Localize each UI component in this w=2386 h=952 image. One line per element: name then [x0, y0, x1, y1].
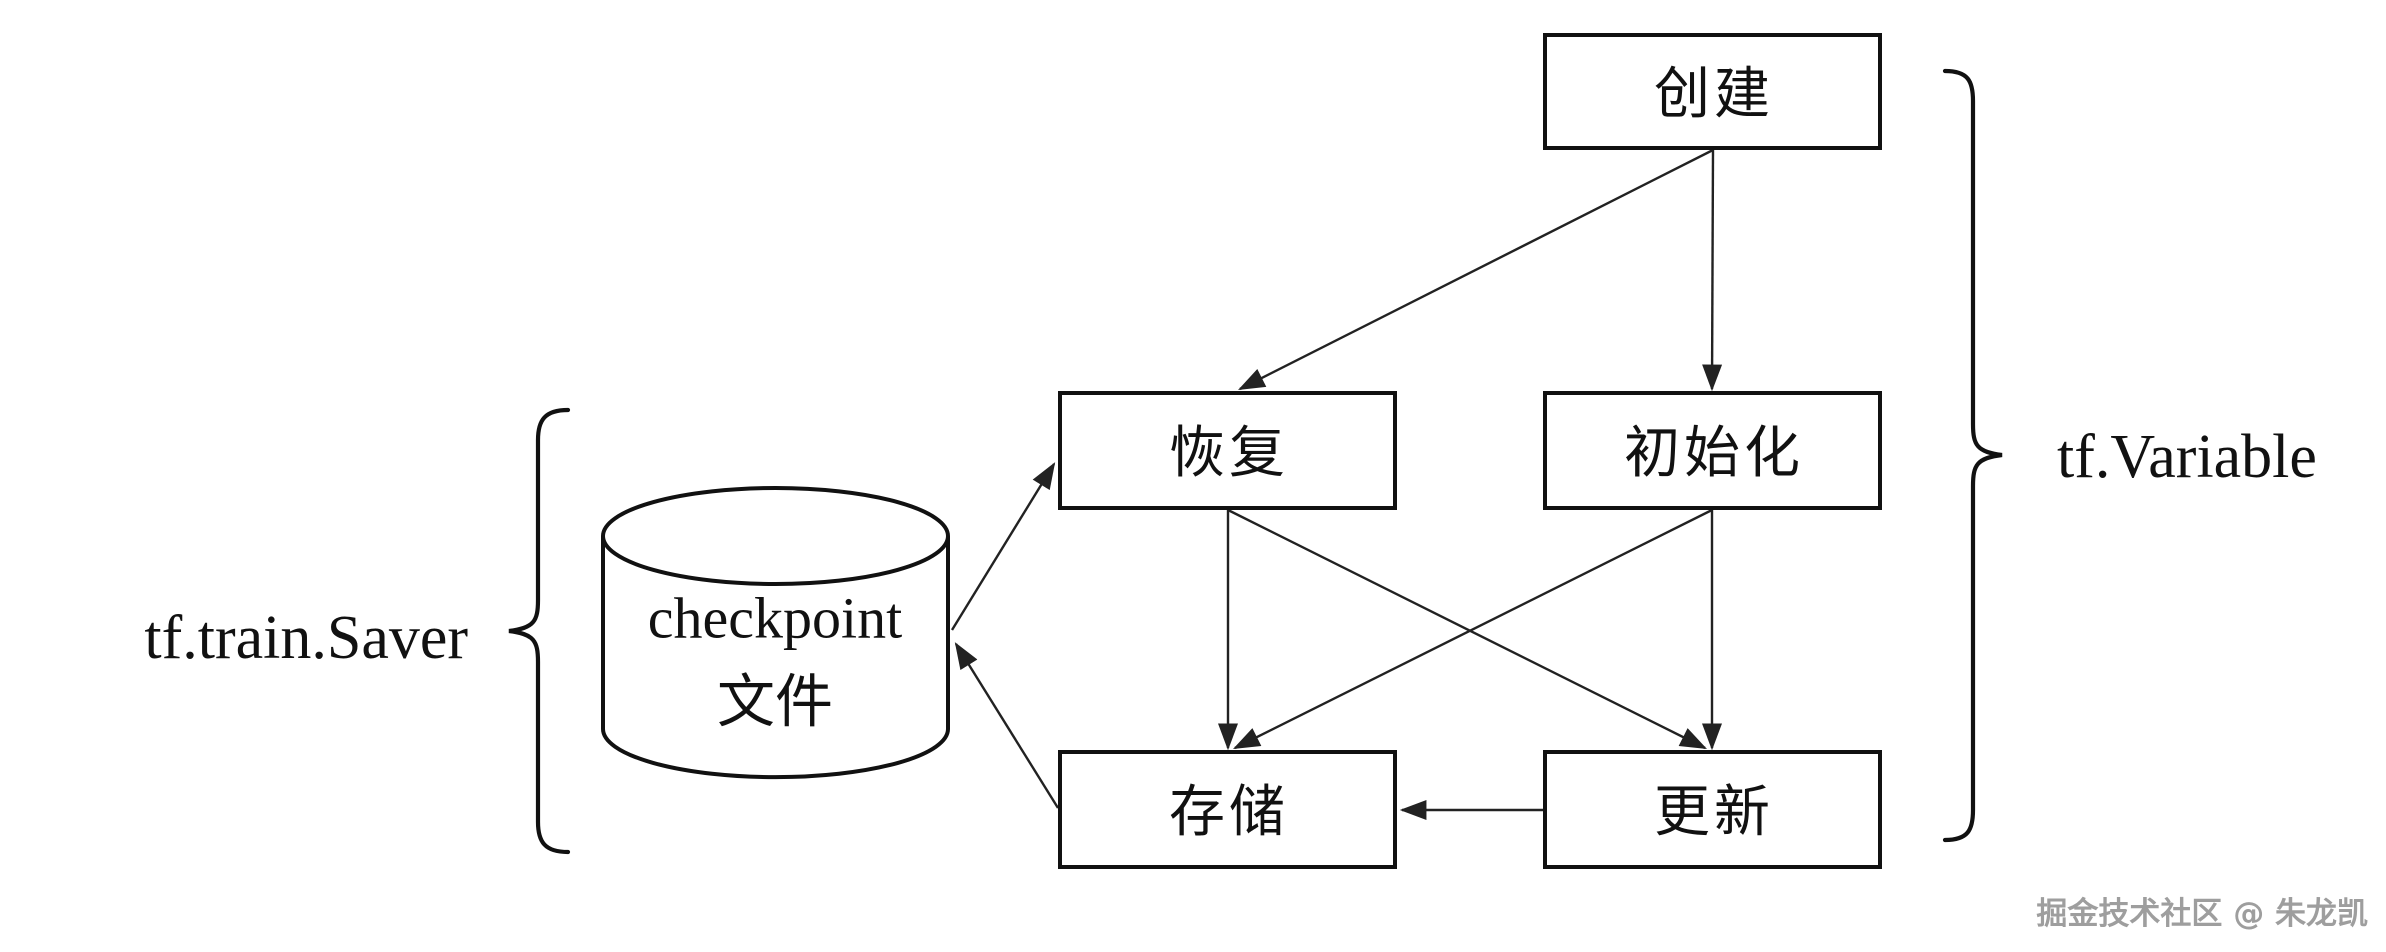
create-box [1543, 33, 1882, 150]
tf-train-saver-label: tf.train.Saver [144, 604, 468, 672]
edge-checkpoint-to-restore-arrow [950, 462, 1056, 631]
node-store: 存储 [1058, 750, 1397, 869]
node-initialize: 初始化 [1543, 391, 1882, 510]
database-cylinder-body [601, 536, 950, 780]
node-create: 创建 [1543, 33, 1882, 150]
checkpoint-file-datastore: checkpoint 文件 [601, 486, 950, 780]
store-label: 存储 [1169, 782, 1289, 844]
edge-store-to-checkpoint-arrow [954, 642, 1060, 809]
node-restore: 恢复 [1058, 391, 1397, 510]
edge-initialize-to-store-arrow [1233, 508, 1713, 750]
update-label: 更新 [1654, 782, 1774, 844]
watermark: 掘金技术社区 @ 朱龙凯 掘金技术社区 @ 朱龙凯 [2036, 896, 2370, 934]
edge-restore-to-update-arrow [1227, 508, 1707, 750]
watermark-text: 掘金技术社区 @ 朱龙凯 [2036, 896, 2368, 932]
create-label: 创建 [1654, 64, 1774, 126]
node-update: 更新 [1543, 750, 1882, 869]
left-curly-brace [508, 407, 571, 855]
watermark-highlight: 掘金技术社区 @ 朱龙凯 [2038, 898, 2370, 934]
group-tf-variable: tf.Variable [1942, 68, 2317, 843]
group-tf-train-saver: tf.train.Saver [144, 407, 571, 855]
initialize-label: 初始化 [1624, 423, 1804, 485]
initialize-box [1543, 391, 1882, 510]
store-box [1058, 750, 1397, 869]
right-curly-brace [1942, 68, 2003, 843]
edge-create-to-initialize-arrow [1702, 149, 1723, 392]
edge-create-to-restore-arrow [1238, 148, 1714, 391]
database-cylinder-top [601, 486, 950, 586]
tf-variable-label: tf.Variable [2057, 423, 2317, 491]
checkpoint-label-line2: 文件 [717, 670, 833, 735]
update-box [1543, 750, 1882, 869]
restore-box [1058, 391, 1397, 510]
restore-label: 恢复 [1169, 423, 1289, 485]
checkpoint-label-line1: checkpoint [648, 586, 902, 651]
